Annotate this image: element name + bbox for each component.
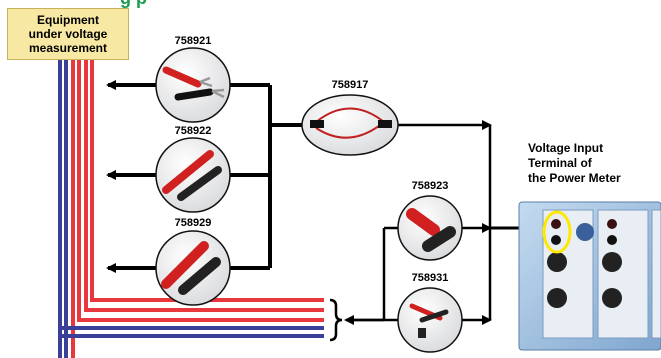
power-meter — [518, 201, 661, 351]
bubble-758923 — [397, 195, 463, 261]
part-number-758921: 758921 — [174, 35, 212, 47]
left-arrows — [106, 80, 302, 273]
part-number-758917: 758917 — [331, 79, 369, 91]
part-number-758922: 758922 — [174, 125, 212, 137]
bubble-758917 — [301, 94, 399, 156]
meter-label-line-2: Terminal of — [528, 156, 592, 170]
part-number-758931: 758931 — [411, 272, 449, 284]
equipment-label-line-2: under voltage — [28, 27, 108, 41]
meter-label: Voltage Input Terminal of the Power Mete… — [528, 141, 660, 186]
equipment-label-line-1: Equipment — [37, 13, 99, 27]
bubble-758931 — [397, 287, 463, 353]
equipment-label-line-3: measurement — [28, 41, 108, 55]
bubble-758929 — [155, 230, 231, 306]
terminal-highlight — [542, 210, 572, 254]
equipment-label-box: Equipment under voltage measurement — [7, 8, 129, 60]
bundle-brace — [329, 298, 343, 342]
part-number-758923: 758923 — [411, 180, 449, 192]
bubble-758922 — [155, 137, 231, 213]
meter-label-line-1: Voltage Input — [528, 141, 604, 155]
diagram-title: g p — [120, 0, 147, 9]
part-number-758929: 758929 — [174, 217, 212, 229]
equipment-cable-vertical — [58, 60, 94, 358]
bubble-758921 — [155, 47, 231, 123]
meter-label-line-3: the Power Meter — [528, 171, 621, 185]
